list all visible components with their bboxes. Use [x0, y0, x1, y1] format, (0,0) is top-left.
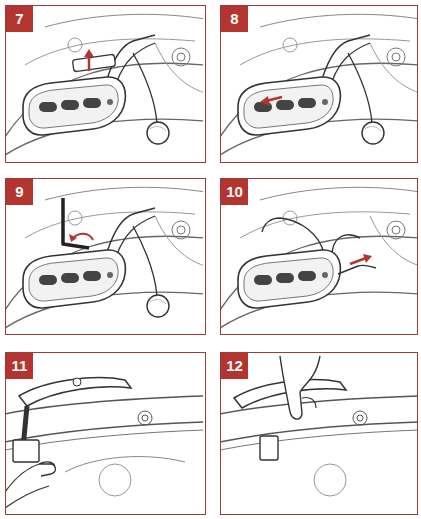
step-number: 7: [6, 6, 33, 32]
step-panel: 8: [220, 5, 418, 163]
step-panel: 7: [5, 5, 206, 163]
step-panel: 11: [5, 352, 206, 515]
step-panel: 10: [220, 178, 418, 335]
step-number: 9: [6, 179, 33, 205]
step-panel: 9: [5, 178, 206, 335]
step-number: 10: [221, 179, 248, 205]
step-number: 11: [6, 353, 33, 379]
step-number: 8: [221, 6, 248, 32]
step-panel: 12: [220, 352, 418, 515]
step-number: 12: [221, 353, 248, 379]
